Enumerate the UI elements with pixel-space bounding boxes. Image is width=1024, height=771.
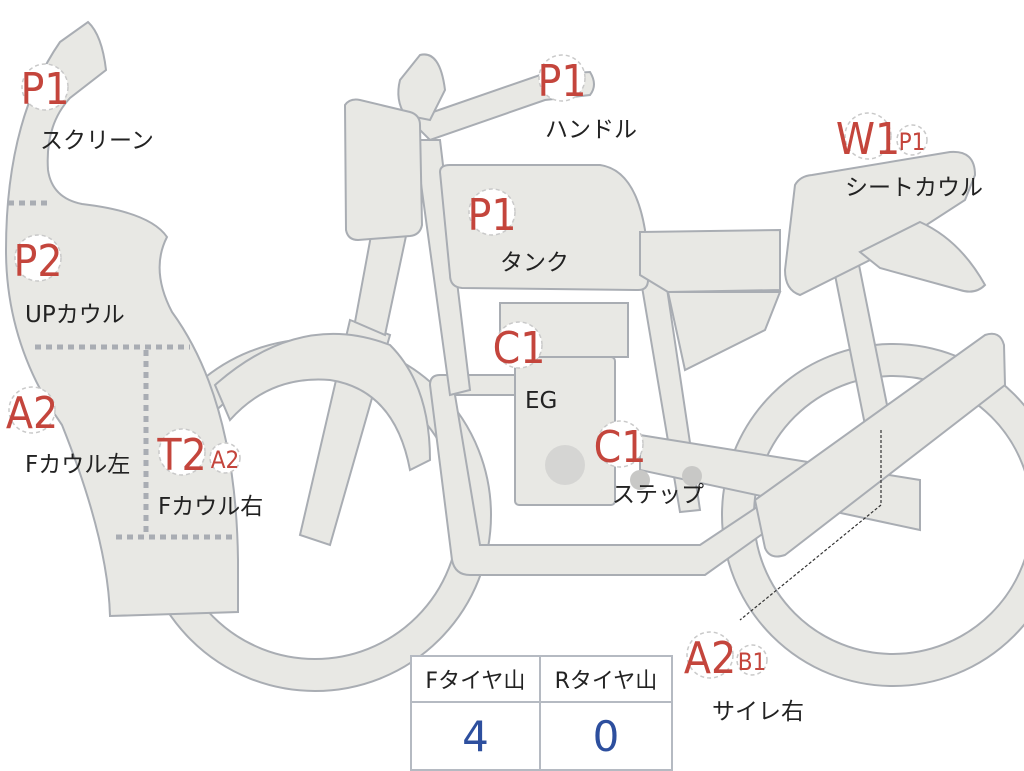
marker-fcowl-right[interactable]: T2 A2 Fカウル右 [156,428,263,520]
side-cover[interactable] [666,291,782,372]
seat-cowl[interactable] [783,150,977,297]
marker-step[interactable]: C1 ステップ [594,420,704,508]
frame-lower[interactable] [428,374,777,576]
mirror[interactable] [397,53,447,122]
marker-handlebar[interactable]: P1 ハンドル [537,54,637,143]
front-tire-value: 4 [410,701,541,771]
tire-tread-table: Fタイヤ山 Rタイヤ山 4 0 [410,655,674,771]
marker-fcowl-left[interactable]: A2 Fカウル左 [6,386,130,478]
step-left [630,470,650,490]
part-label: EG [525,388,557,414]
tail-light[interactable] [858,220,987,293]
damage-subcode: P1 [899,128,926,156]
damage-code: P1 [467,190,516,241]
damage-subcode: B1 [738,648,767,676]
leader-line [739,430,882,621]
part-label: UPカウル [25,302,125,328]
damage-code: A2 [6,388,58,439]
marker-screen[interactable]: P1 スクリーン [20,63,154,154]
part-label: スクリーン [40,128,154,154]
seat[interactable] [639,228,781,294]
damage-code: A2 [684,633,736,684]
damage-code: C1 [594,422,647,473]
damage-code: P2 [13,236,62,287]
front-fender[interactable] [213,332,432,472]
part-label: Fカウル右 [158,494,263,520]
marker-tank[interactable]: P1 タンク [467,188,569,276]
marker-seat-cowl[interactable]: W1 P1 シートカウル [836,112,983,201]
part-label: ステップ [612,482,704,508]
damage-code: C1 [493,323,546,374]
step-right [682,466,702,486]
part-label: タンク [500,250,569,276]
engine-cover [545,445,585,485]
marker-muffler-right[interactable]: A2 B1 サイレ右 [684,631,804,725]
damage-code: P1 [537,56,586,107]
damage-code: T2 [156,430,206,481]
part-label: シートカウル [845,175,983,201]
front-tire-header: Fタイヤ山 [410,655,541,703]
damage-code: W1 [836,114,900,165]
marker-engine[interactable]: C1 EG [493,321,558,414]
damage-code: P1 [20,64,69,115]
part-label: サイレ右 [712,699,804,725]
rear-wheel[interactable] [721,343,1024,687]
marker-upcowl[interactable]: P2 UPカウル [13,234,125,328]
headlight[interactable] [343,98,424,242]
rear-tire-header: Rタイヤ山 [538,655,674,703]
muffler[interactable] [753,332,1007,558]
rear-tire-value: 0 [538,701,674,771]
damage-subcode: A2 [211,446,240,474]
part-label: ハンドル [545,117,637,143]
part-label: Fカウル左 [25,452,130,478]
